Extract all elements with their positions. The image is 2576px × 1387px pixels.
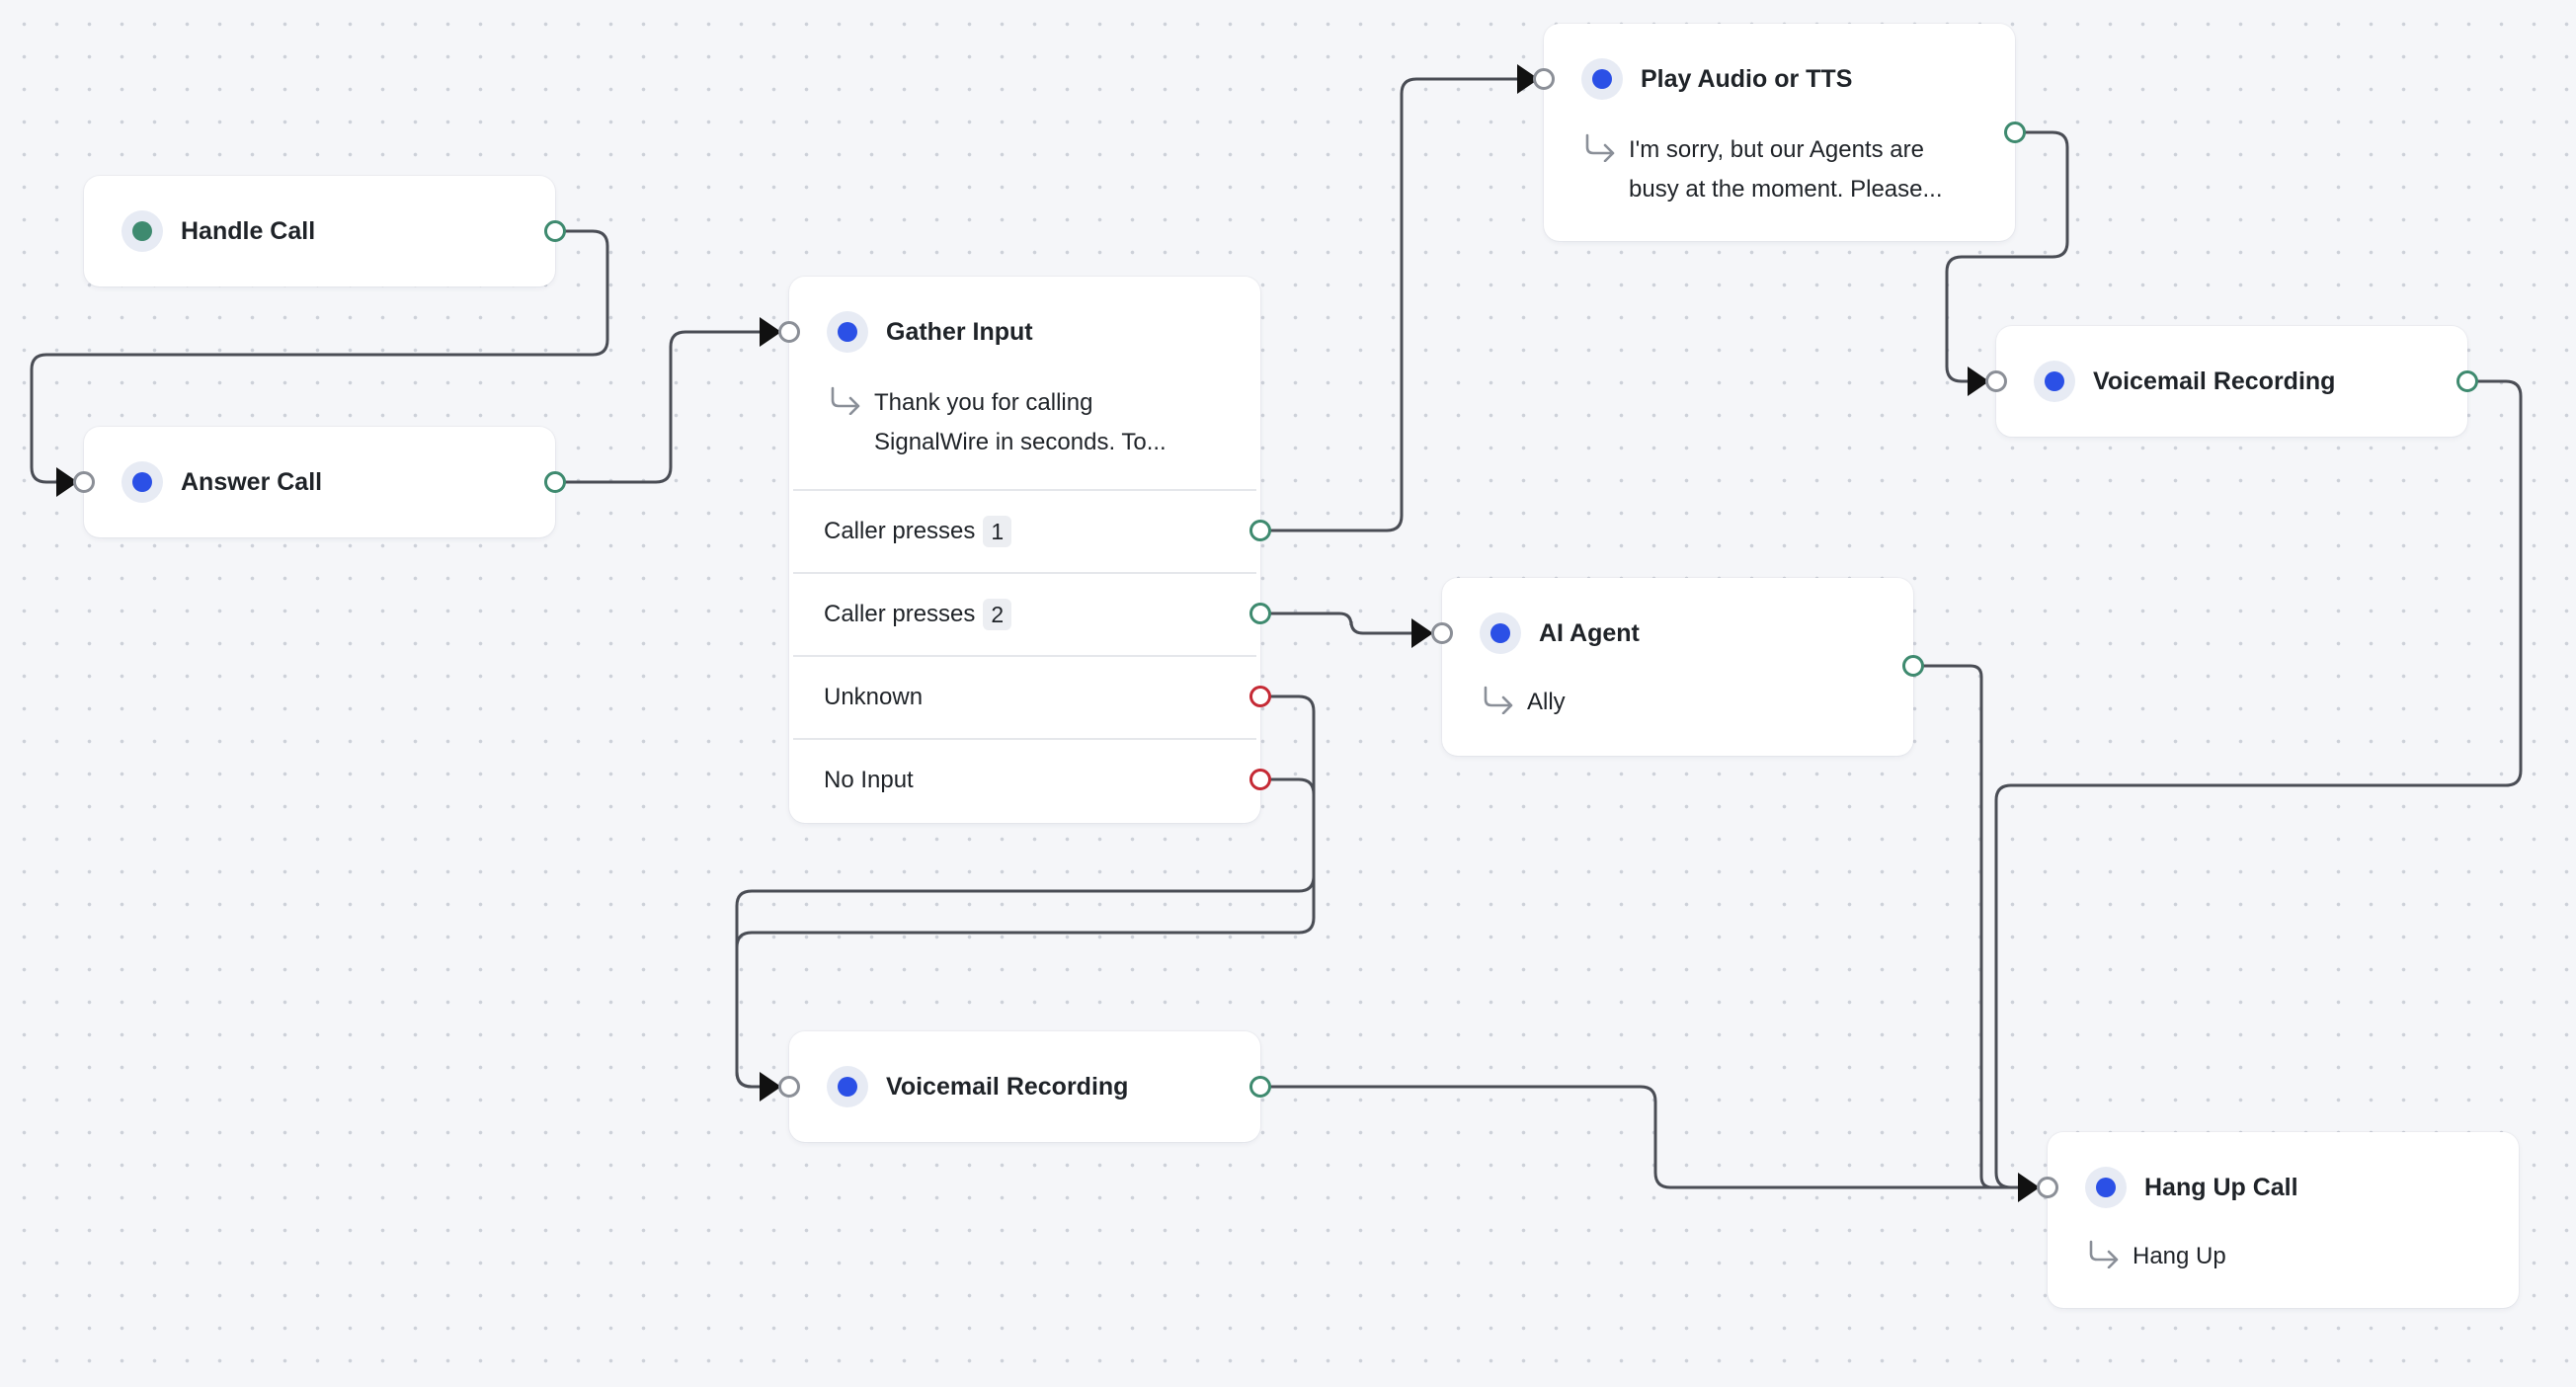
edge-line <box>1260 1085 2018 1189</box>
edge-voicemail-bottom-to-hangup <box>1260 1085 2040 1202</box>
output-port[interactable] <box>2004 122 2026 143</box>
return-arrow-icon <box>1585 133 1615 162</box>
row-label: Caller presses <box>824 601 976 627</box>
status-dot-icon <box>2085 1167 2127 1208</box>
output-port-press-1[interactable] <box>1249 520 1271 541</box>
return-arrow-icon <box>831 386 860 415</box>
status-dot-icon <box>1480 612 1521 654</box>
output-row-press-2: Caller presses 2 <box>793 572 1256 655</box>
return-arrow-icon <box>1484 686 1513 714</box>
node-gather-input[interactable]: Gather Input Thank you for calling Signa… <box>789 277 1260 823</box>
node-detail: Hang Up <box>2087 1237 2499 1276</box>
edge-press1-to-play-audio <box>1260 64 1539 532</box>
status-dot-icon <box>121 461 163 503</box>
node-title: Hang Up Call <box>2144 1173 2298 1201</box>
input-port[interactable] <box>1431 622 1453 644</box>
detail-line: busy at the moment. Please... <box>1629 176 1943 203</box>
node-hang-up-call[interactable]: Hang Up Call Hang Up <box>2048 1132 2519 1308</box>
edge-line <box>1260 77 1517 532</box>
node-title: AI Agent <box>1539 618 1640 647</box>
input-port[interactable] <box>1985 370 2007 392</box>
key-badge: 1 <box>983 516 1012 547</box>
node-answer-call[interactable]: Answer Call <box>84 427 555 537</box>
output-port-unknown[interactable] <box>1249 686 1271 707</box>
node-voicemail-recording-top[interactable]: Voicemail Recording <box>1996 326 2467 437</box>
status-dot-icon <box>827 1066 868 1107</box>
output-port[interactable] <box>544 471 566 493</box>
output-port-press-2[interactable] <box>1249 603 1271 624</box>
output-row-press-1: Caller presses 1 <box>793 489 1256 572</box>
return-arrow-icon <box>2089 1240 2119 1268</box>
edge-answer-to-gather <box>555 317 781 484</box>
key-badge: 2 <box>983 599 1012 630</box>
output-port[interactable] <box>1249 1076 1271 1098</box>
row-label: No Input <box>824 767 914 793</box>
node-ai-agent[interactable]: AI Agent Ally <box>1442 578 1913 756</box>
input-port[interactable] <box>778 1076 800 1098</box>
edge-line <box>555 330 760 484</box>
input-port[interactable] <box>2037 1177 2058 1198</box>
node-title: Answer Call <box>181 467 323 496</box>
input-port[interactable] <box>73 471 95 493</box>
edge-ai-agent-to-hangup <box>1913 664 2018 1189</box>
edge-line <box>1913 664 2018 1189</box>
output-port[interactable] <box>1902 655 1924 677</box>
node-detail: I'm sorry, but our Agents are busy at th… <box>1583 130 1995 209</box>
node-handle-call[interactable]: Handle Call <box>84 176 555 286</box>
edge-voicemail-top-to-hangup <box>1994 379 2523 1189</box>
output-port[interactable] <box>2456 370 2478 392</box>
detail-line: Ally <box>1527 689 1566 715</box>
node-title: Handle Call <box>181 216 316 245</box>
edge-line <box>1260 612 1411 635</box>
output-row-no-input: No Input <box>793 738 1256 821</box>
edge-press2-to-ai-agent <box>1260 612 1433 648</box>
status-dot-icon <box>2034 361 2075 402</box>
input-port[interactable] <box>1533 68 1555 90</box>
node-detail: Ally <box>1482 683 1893 722</box>
detail-line: SignalWire in seconds. To... <box>874 429 1167 455</box>
node-voicemail-recording-bottom[interactable]: Voicemail Recording <box>789 1031 1260 1142</box>
status-dot-icon <box>121 210 163 252</box>
status-dot-icon <box>827 311 868 353</box>
detail-line: I'm sorry, but our Agents are <box>1629 136 1924 163</box>
node-title: Gather Input <box>886 317 1033 346</box>
input-port[interactable] <box>778 321 800 343</box>
detail-line: Hang Up <box>2133 1243 2226 1269</box>
row-label: Caller presses <box>824 518 976 544</box>
edge-line <box>1994 379 2523 1189</box>
detail-line: Thank you for calling <box>874 389 1093 416</box>
node-play-audio-tts[interactable]: Play Audio or TTS I'm sorry, but our Age… <box>1544 24 2015 241</box>
node-title: Play Audio or TTS <box>1641 64 1853 93</box>
edge-arrowhead <box>1411 618 1433 648</box>
status-dot-icon <box>1581 58 1623 100</box>
output-port-no-input[interactable] <box>1249 769 1271 790</box>
node-detail: Thank you for calling SignalWire in seco… <box>829 383 1241 462</box>
row-label: Unknown <box>824 684 924 710</box>
output-row-unknown: Unknown <box>793 655 1256 738</box>
node-title: Voicemail Recording <box>886 1072 1129 1101</box>
output-port[interactable] <box>544 220 566 242</box>
node-title: Voicemail Recording <box>2093 367 2336 395</box>
